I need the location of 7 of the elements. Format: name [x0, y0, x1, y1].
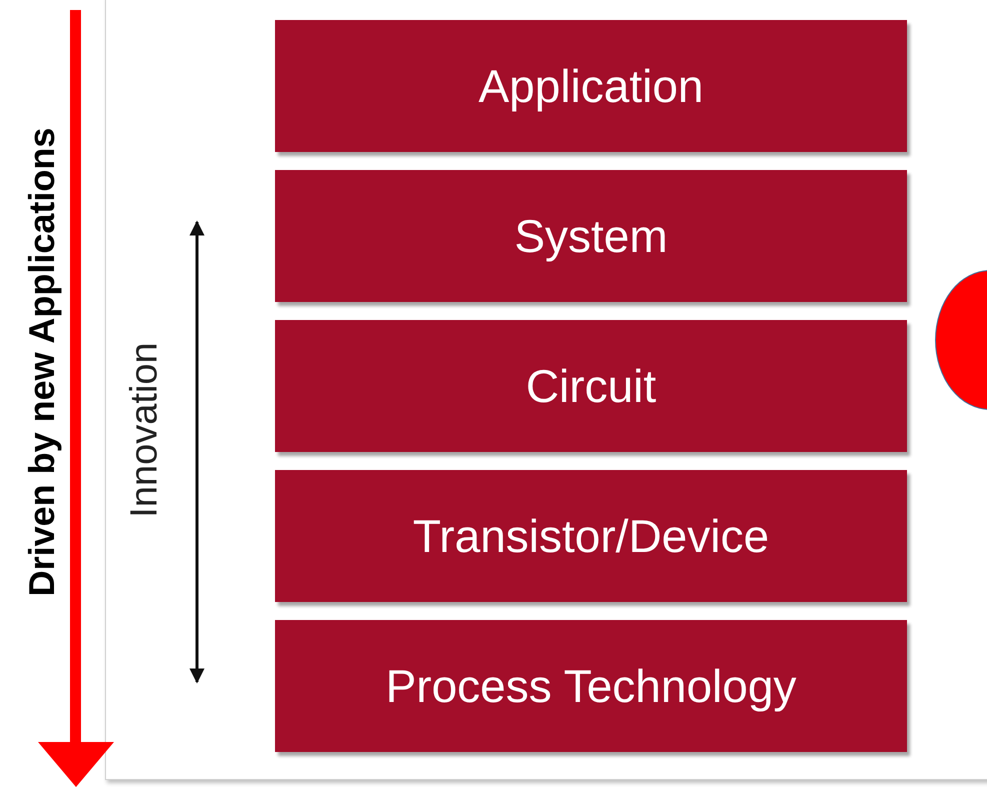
layer-box: System [275, 170, 907, 302]
layer-box: Transistor/Device [275, 470, 907, 602]
axis-label: Innovation [124, 342, 166, 518]
layer-box: Circuit [275, 320, 907, 452]
layer-box: Application [275, 20, 907, 152]
layer-box: Process Technology [275, 620, 907, 752]
axis-label: Driven by new Applications [21, 128, 63, 596]
